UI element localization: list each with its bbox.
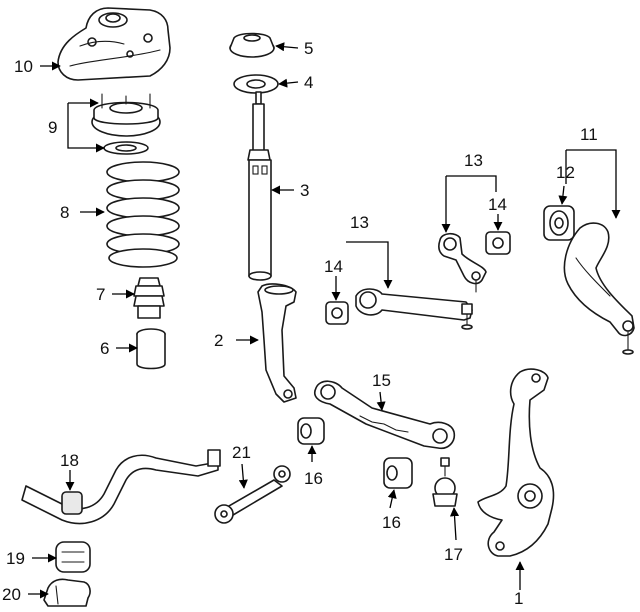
- callout-6: 6: [100, 339, 109, 358]
- arm-bushing-lower-part: [383, 457, 413, 489]
- callout-20: 20: [2, 585, 21, 604]
- stabilizer-bushing-part: [55, 541, 91, 573]
- callout-18: 18: [60, 451, 79, 470]
- callout-5: 5: [304, 39, 313, 58]
- callout-12: 12: [556, 163, 575, 182]
- upper-control-arm-front-part: [438, 232, 487, 293]
- callout-4: 4: [304, 73, 313, 92]
- callout-16-right: 16: [382, 513, 401, 532]
- stabilizer-bar-part: [21, 449, 221, 525]
- strut-fork-part: [257, 283, 297, 403]
- spring-upper-mount-part: [91, 93, 161, 155]
- stabilizer-link-part: [214, 465, 291, 524]
- callout-13-right: 13: [464, 151, 483, 170]
- dust-boot-part: [136, 328, 166, 370]
- shock-absorber-part: [247, 91, 272, 281]
- callout-8: 8: [60, 203, 69, 222]
- leader-lines: [28, 42, 621, 599]
- callout-15: 15: [372, 371, 391, 390]
- stabilizer-bracket-part: [43, 578, 91, 607]
- callout-11: 11: [580, 125, 598, 144]
- callout-21: 21: [232, 443, 251, 462]
- steering-knuckle-part: [477, 368, 555, 557]
- callout-labels: 10 9 8 7 6 5 4 3 2 13 14 13 14 12 11 15 …: [2, 39, 598, 608]
- callout-14-right: 14: [488, 195, 507, 214]
- ball-joint-part: [432, 457, 458, 507]
- callout-17: 17: [444, 545, 463, 564]
- callout-9: 9: [48, 118, 57, 137]
- callout-19: 19: [6, 549, 25, 568]
- lower-front-arm-part: [563, 222, 635, 355]
- callout-3: 3: [300, 181, 309, 200]
- callout-7: 7: [96, 285, 105, 304]
- arm-bushing-upper-part: [297, 417, 325, 445]
- lower-arm-bushing-part: [543, 205, 575, 241]
- strut-upper-bearing-part: [229, 32, 275, 58]
- callout-13-left: 13: [350, 213, 369, 232]
- coil-spring-part: [106, 161, 180, 268]
- callout-14-left: 14: [324, 257, 343, 276]
- callout-10: 10: [14, 57, 33, 76]
- callout-1: 1: [514, 589, 523, 608]
- strut-upper-washer-part: [233, 74, 279, 94]
- upper-control-arm-rear-part: [355, 288, 473, 330]
- bump-stop-part: [133, 277, 165, 319]
- strut-mount-part: [57, 7, 171, 81]
- front-arm-bushing-part: [485, 231, 511, 255]
- callout-2: 2: [214, 331, 223, 350]
- callout-16-left: 16: [304, 469, 323, 488]
- upper-arm-bushing-part: [325, 301, 349, 325]
- lower-rear-control-arm-part: [314, 380, 456, 450]
